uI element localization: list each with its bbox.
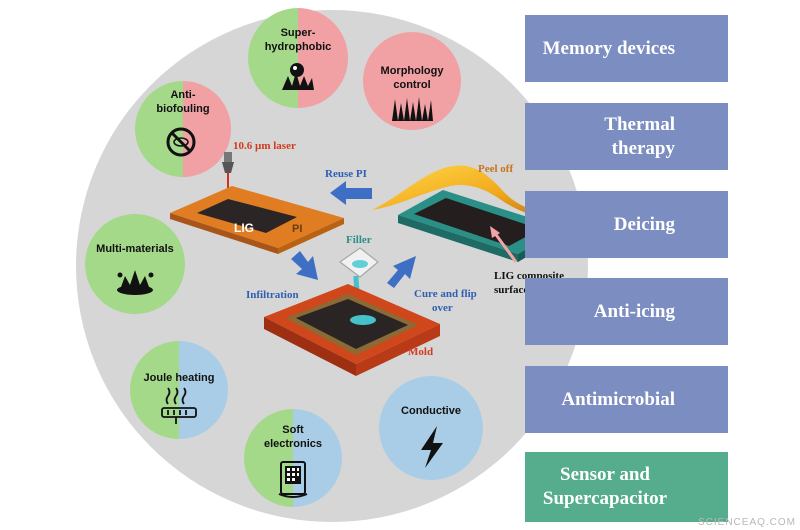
- superhydrophobic-label-line2: hydrophobic: [265, 41, 332, 53]
- app-deicing-label: Deicing: [613, 213, 675, 235]
- reuse-arrow: [330, 181, 372, 205]
- flexible-phone-icon: [278, 461, 308, 498]
- watermark: SCIENCEAQ.COM: [697, 517, 796, 528]
- infiltration-arrow: [291, 251, 318, 280]
- conductive-label: Conductive: [401, 405, 461, 417]
- antibiofouling-label-line2: biofouling: [156, 103, 209, 115]
- pi-sheet: [170, 186, 344, 254]
- app-thermal-label-line2: therapy: [611, 137, 675, 159]
- multimaterials-label: Multi-materials: [96, 243, 174, 255]
- mold-label: Mold: [408, 346, 433, 358]
- app-sensor-label-line1: Sensor and: [560, 464, 650, 485]
- app-antimicrobial-label: Antimicrobial: [561, 388, 675, 410]
- property-conductive: Conductive: [379, 376, 483, 480]
- property-morphology-control: Morphology control: [363, 32, 461, 130]
- heater-icon: [161, 387, 197, 424]
- joule-label: Joule heating: [144, 372, 215, 384]
- property-multi-materials: Multi-materials: [85, 214, 185, 314]
- soft-label-line2: electronics: [264, 438, 322, 450]
- soft-label-line1: Soft: [282, 424, 304, 436]
- splash-icon: [117, 270, 154, 295]
- app-antimicrobial: Antimicrobial: [525, 366, 728, 433]
- composite-label-line2: surface: [494, 284, 528, 296]
- superhydrophobic-label-line1: Super-: [281, 27, 316, 39]
- water-droplet-icon: [282, 63, 314, 90]
- morphology-label-line2: control: [393, 79, 430, 91]
- lightning-bolt-icon: [421, 426, 443, 468]
- cure-arrow: [387, 256, 416, 288]
- no-bacteria-icon: [166, 127, 196, 157]
- pi-label: PI: [292, 223, 302, 235]
- peel-label: Peel off: [478, 163, 513, 175]
- property-superhydrophobic: Super- hydrophobic: [248, 8, 348, 108]
- cure-label-line1: Cure and flip: [414, 288, 477, 300]
- app-sensor-label-line2: Supercapacitor: [542, 488, 668, 509]
- app-thermal-label-line1: Thermal: [604, 113, 675, 135]
- laser-label: 10.6 µm laser: [233, 140, 296, 152]
- app-memory-label: Memory devices: [542, 37, 675, 59]
- app-memory-devices: Memory devices: [525, 15, 728, 82]
- antibiofouling-label-line1: Anti-: [170, 89, 195, 101]
- property-joule-heating: Joule heating: [130, 341, 228, 439]
- mold: [264, 284, 440, 376]
- lig-label: LIG: [234, 221, 254, 235]
- spikes-icon: [392, 97, 433, 121]
- morphology-label-line1: Morphology: [381, 65, 445, 77]
- app-anti-icing: Anti-icing: [525, 278, 728, 345]
- cure-label-line2: over: [432, 302, 453, 314]
- peeled-pi-film: [372, 165, 572, 222]
- app-anti-icing-label: Anti-icing: [593, 300, 675, 322]
- composite-pointer-head: [490, 226, 500, 238]
- reuse-label: Reuse PI: [325, 168, 367, 180]
- infiltration-label: Infiltration: [246, 289, 299, 301]
- composite-pointer: [492, 231, 518, 263]
- property-soft-electronics: Soft electronics: [244, 409, 342, 507]
- app-deicing: Deicing: [525, 191, 728, 258]
- filler-label: Filler: [346, 234, 372, 246]
